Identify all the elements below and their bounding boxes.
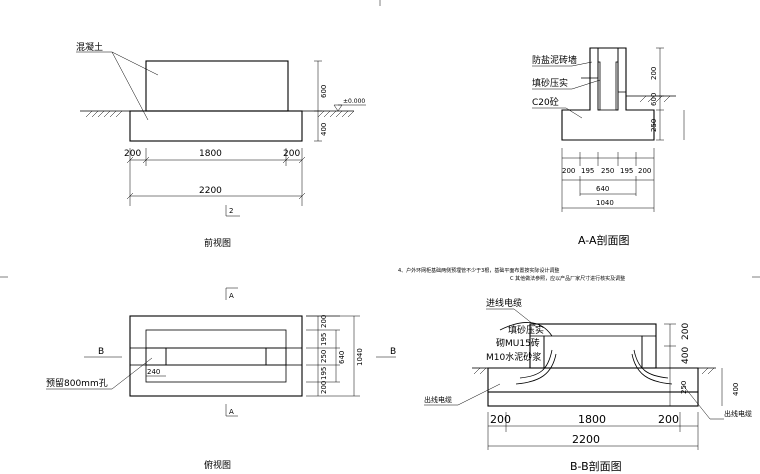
bb-dim-mid: 1800: [578, 413, 606, 426]
bb-label-cable-out-right: 出线电缆: [724, 409, 752, 418]
aa-label-concrete: C20砼: [532, 96, 559, 108]
front-dim-h-lower: 400: [320, 123, 328, 136]
bb-ground-marks: [472, 367, 716, 375]
bb-horizontal-dims: 200 1800 200 2200: [487, 412, 699, 450]
top-section-b-left: B: [98, 347, 104, 357]
bb-dim-h1: 200: [681, 323, 691, 340]
front-view: 混凝土 600 400 ±0.000: [76, 41, 366, 249]
top-dim-r3: 250: [320, 350, 328, 363]
top-dim-sub: 640: [338, 351, 346, 364]
top-hole-label: 预留800mm孔: [46, 377, 108, 389]
bb-label-mortar: M10水泥砂浆: [486, 351, 541, 363]
front-dim-right: 200: [283, 149, 300, 159]
top-dim-r5: 200: [320, 381, 328, 394]
bb-leader-lines: [424, 308, 724, 420]
top-view: A A B B 预留800mm孔 240: [46, 287, 396, 471]
front-ground-line: [80, 110, 355, 118]
bb-label-sand: 填砂压实: [508, 324, 544, 336]
aa-vertical-dims: 200 600 250: [650, 47, 685, 141]
bb-dim-right: 200: [658, 413, 679, 426]
front-view-caption: 前视图: [204, 237, 231, 249]
top-inner-outline: [145, 329, 287, 383]
sheet-center-marks: [0, 0, 760, 278]
top-view-caption: 俯视图: [204, 459, 231, 471]
bb-label-brick: 砌MU15砖: [496, 337, 540, 349]
section-bb: 进线电缆 填砂压实 砌MU15砖 M10水泥砂浆 出线电缆 出线电缆 200 4…: [424, 297, 752, 473]
bb-sand-layer: [487, 367, 699, 393]
bb-base-slab: [487, 391, 699, 407]
note-line-2: C 其他做法参照，应以产品厂家尺寸进行核实及调整: [510, 275, 625, 282]
bb-dim-h4: 400: [732, 383, 740, 396]
note-line-1: 4、户外环网柜基础两侧预埋管不少于3根，基础平面布置按实际设计调整: [398, 267, 559, 274]
aa-dim-r1: 200: [650, 67, 658, 80]
front-elevation-mark: ±0.000: [333, 98, 366, 112]
aa-caption: A-A剖面图: [578, 233, 630, 247]
bb-cable-paths: [499, 322, 673, 385]
bb-label-cable-in: 进线电缆: [486, 297, 522, 309]
front-elevation: ±0.000: [343, 98, 365, 105]
front-section-mark-label: 2: [229, 207, 233, 215]
front-horizontal-dims: 200 1800 200 2200: [124, 148, 306, 206]
aa-leader-lines: [532, 61, 601, 119]
top-hole-left: [145, 347, 167, 366]
aa-ground-marks: [626, 95, 676, 103]
aa-dim-total: 1040: [596, 199, 614, 207]
aa-dim-b4: 195: [620, 167, 633, 175]
bb-vertical-dims: 200 400 250 400: [664, 323, 740, 407]
front-dim-left: 200: [124, 149, 141, 159]
bb-label-cable-out-left: 出线电缆: [424, 395, 452, 404]
aa-label-sand: 填砂压实: [532, 77, 568, 89]
aa-dim-r3: 250: [650, 119, 658, 132]
bb-dim-h2: 400: [681, 347, 691, 364]
bb-caption: B-B剖面图: [570, 459, 622, 473]
top-dim-r4: 195: [320, 367, 328, 380]
front-dim-mid: 1800: [199, 149, 222, 159]
top-section-b-right: B: [390, 347, 396, 357]
top-dim-r1: 200: [320, 315, 328, 328]
aa-dim-b5: 200: [638, 167, 651, 175]
notes: 4、户外环网柜基础两侧预埋管不少于3根，基础平面布置按实际设计调整 C 其他做法…: [398, 267, 625, 282]
top-section-a-marks: A A: [225, 287, 238, 417]
front-material-label: 混凝土: [76, 41, 103, 53]
front-upper-block: [145, 60, 289, 112]
top-dim-hole: 240: [147, 368, 160, 376]
aa-dim-b3: 250: [601, 167, 614, 175]
top-channel: [129, 347, 303, 366]
aa-dim-b1: 200: [562, 167, 575, 175]
front-dim-total: 2200: [199, 186, 222, 196]
top-section-mark-bottom: A: [229, 408, 234, 416]
top-section-mark-top: A: [229, 292, 234, 300]
aa-sand-fill: [597, 47, 619, 111]
section-aa: 防盐泥砖墙 填砂压实 C20砼 200 600 250: [532, 47, 685, 247]
top-hole-dim: 240: [146, 368, 166, 377]
aa-horizontal-dims: 200 195 250 195 200 640 1040: [561, 148, 655, 212]
front-vertical-dims: 600 400: [314, 60, 328, 142]
bb-brick-right: [641, 335, 657, 369]
top-section-b-marks: B B: [84, 347, 396, 358]
aa-dim-sub: 640: [596, 185, 609, 193]
front-leader-lines: [76, 51, 159, 121]
top-vertical-dims: 200 195 250 195 200 640 1040: [306, 315, 364, 397]
top-dim-r2: 195: [320, 333, 328, 346]
front-dim-h-upper: 600: [320, 85, 328, 98]
aa-dim-r2: 600: [650, 93, 658, 106]
bb-dim-h3: 250: [680, 381, 688, 394]
front-section-mark: 2: [225, 205, 240, 217]
aa-label-wall: 防盐泥砖墙: [532, 54, 577, 66]
aa-dim-b2: 195: [581, 167, 594, 175]
top-outer-outline: [129, 315, 303, 397]
front-foundation: [129, 110, 303, 142]
bb-dim-total: 2200: [572, 433, 600, 446]
top-hole-right: [265, 347, 287, 366]
top-dim-total: 1040: [356, 348, 364, 366]
bb-dim-left: 200: [490, 413, 511, 426]
top-hole-leader: [46, 357, 153, 390]
